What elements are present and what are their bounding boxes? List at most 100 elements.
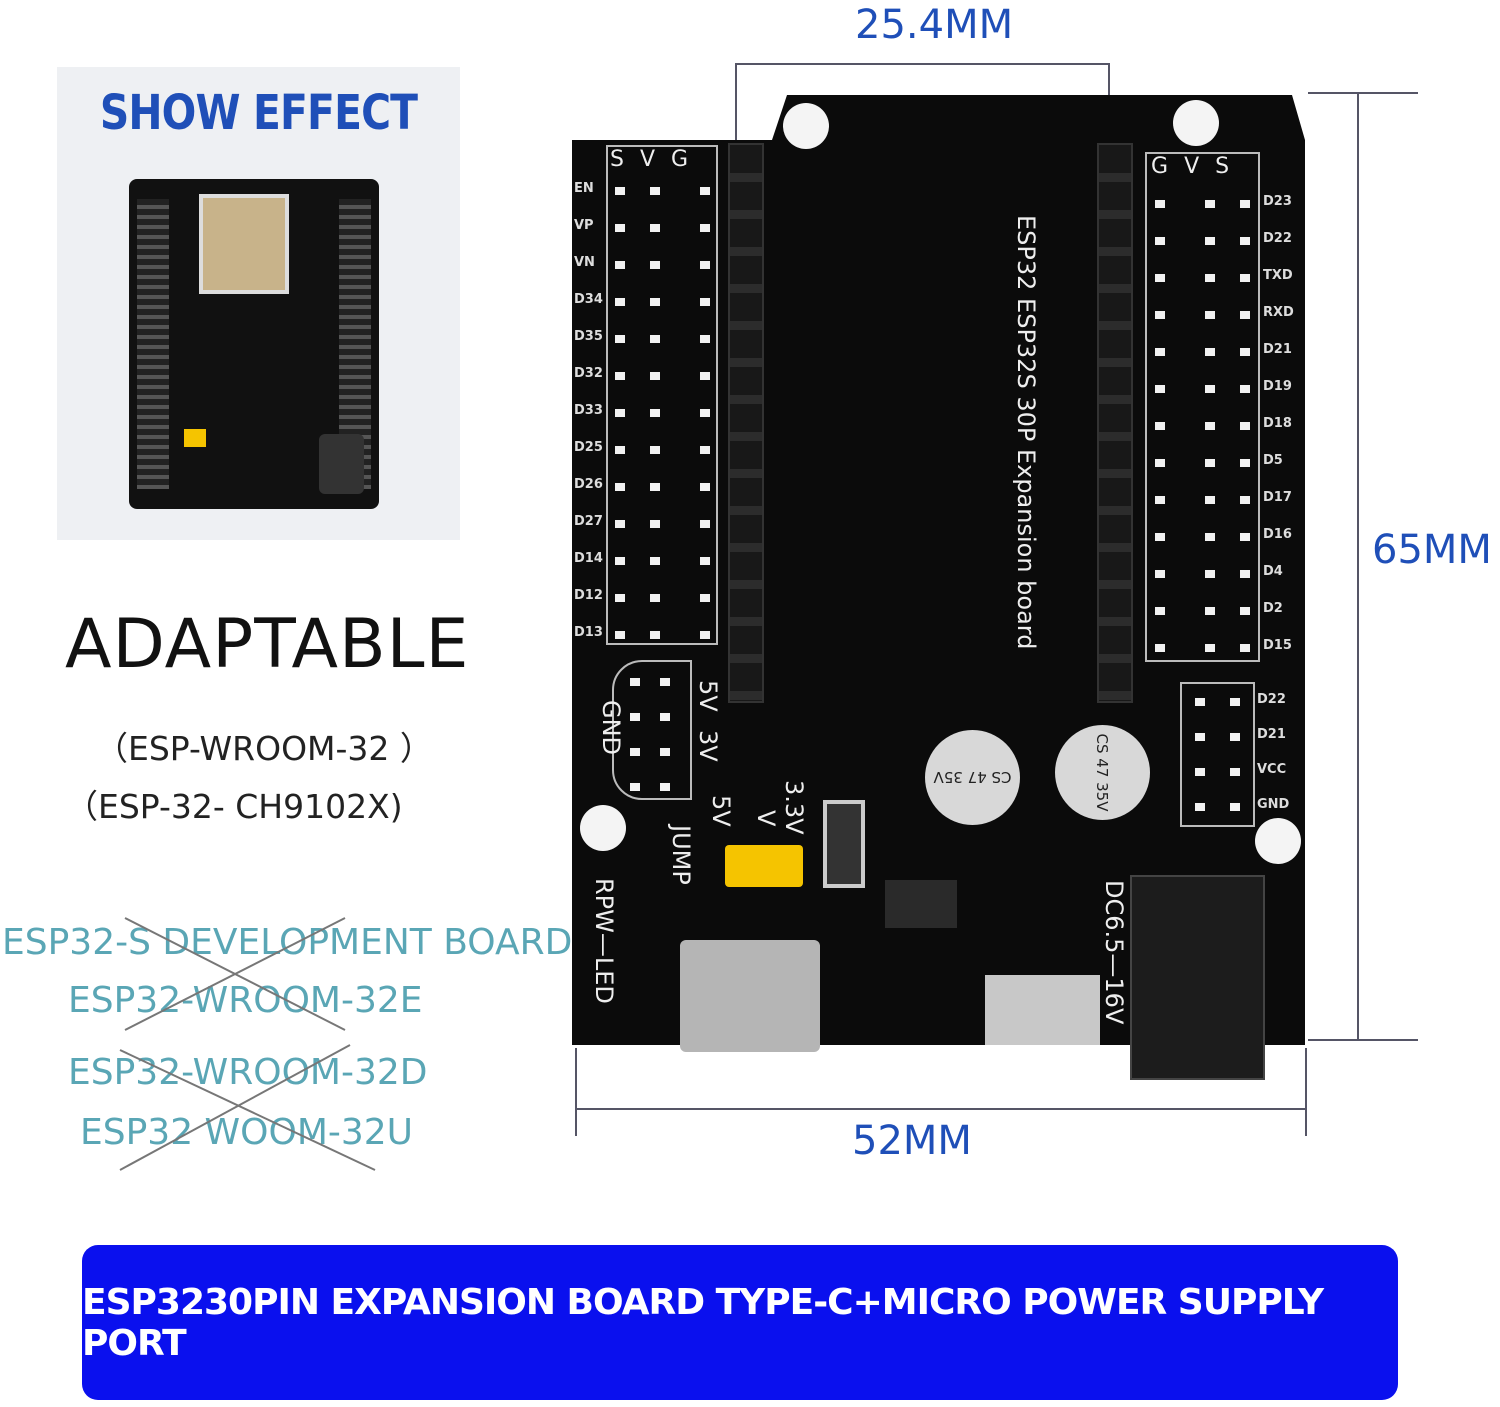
dim-width-top: 25.4MM — [855, 2, 1014, 48]
pin — [1155, 533, 1165, 541]
pin — [650, 557, 660, 565]
pin — [1155, 237, 1165, 245]
pin — [1205, 496, 1215, 504]
pin — [1155, 385, 1165, 393]
pin-label: D21 — [1263, 342, 1292, 357]
pin-label: D23 — [1263, 194, 1292, 209]
jumper-3v3-label: 3.3V — [780, 780, 808, 835]
pin — [1230, 768, 1240, 776]
pin — [650, 631, 660, 639]
jumper-5v-label: 5V — [707, 795, 735, 827]
label-s: S — [610, 147, 640, 172]
label-v: V — [1184, 154, 1216, 179]
pin — [1205, 385, 1215, 393]
voltage-regulator — [885, 880, 957, 928]
jumper-label: JUMP — [667, 825, 695, 885]
pin — [650, 446, 660, 454]
pin-label: D14 — [574, 551, 603, 566]
right-header-labels: GVS — [1151, 154, 1245, 179]
pin — [1230, 733, 1240, 741]
pin — [1155, 311, 1165, 319]
pin — [630, 713, 640, 721]
pin — [1205, 459, 1215, 467]
pin — [615, 631, 625, 639]
pin-label: D17 — [1263, 490, 1292, 505]
pin-label: D5 — [1263, 453, 1283, 468]
pin — [700, 520, 710, 528]
pin — [1240, 274, 1250, 282]
jumper-v-label: V — [752, 810, 780, 827]
pin — [615, 520, 625, 528]
pin — [630, 748, 640, 756]
mount-hole — [1173, 100, 1219, 146]
5v-label: 5V — [694, 680, 722, 712]
pin-label: D27 — [574, 514, 603, 529]
pin — [700, 372, 710, 380]
pin — [1155, 348, 1165, 356]
model-2: （ESP-32- CH9102X) — [65, 787, 403, 826]
adaptable-title: ADAPTABLE — [65, 605, 470, 684]
jumper-cap[interactable] — [725, 845, 803, 887]
right-pin-header: GVS — [1145, 152, 1260, 662]
pin — [650, 187, 660, 195]
pin — [700, 224, 710, 232]
dim-line — [1357, 92, 1359, 1039]
pin — [650, 594, 660, 602]
pin-label: D16 — [1263, 527, 1292, 542]
pin — [700, 187, 710, 195]
pin-label: D25 — [574, 440, 603, 455]
pin-label: D26 — [574, 477, 603, 492]
dim-height: 65MM — [1372, 527, 1492, 573]
pin-label: D35 — [574, 329, 603, 344]
label-v: V — [639, 147, 672, 172]
dc-jack[interactable] — [1130, 875, 1265, 1080]
usb-c-port[interactable] — [680, 940, 820, 1052]
pin — [700, 631, 710, 639]
pin-label: D21 — [1257, 727, 1286, 742]
pin — [700, 335, 710, 343]
label-g: G — [671, 147, 705, 172]
pin — [1230, 803, 1240, 811]
pin — [1205, 570, 1215, 578]
pin — [1230, 698, 1240, 706]
pin-label: EN — [574, 181, 594, 196]
pin — [1240, 422, 1250, 430]
pin — [615, 224, 625, 232]
pin — [700, 483, 710, 491]
pin — [1155, 607, 1165, 615]
label-s: S — [1215, 154, 1246, 179]
pin — [1240, 237, 1250, 245]
pin — [1205, 644, 1215, 652]
pin — [650, 372, 660, 380]
capacitor: CS 47 35V — [1055, 725, 1150, 820]
pin-label: D33 — [574, 403, 603, 418]
micro-usb-port[interactable] — [985, 975, 1100, 1045]
pin — [630, 783, 640, 791]
pin — [615, 557, 625, 565]
dim-line — [1308, 1039, 1418, 1041]
show-effect-title: SHOW EFFECT — [99, 85, 418, 141]
pin — [615, 409, 625, 417]
pin — [1240, 348, 1250, 356]
female-header-left — [728, 143, 764, 703]
pin — [1205, 422, 1215, 430]
pin-label: D22 — [1257, 692, 1286, 707]
pin — [615, 594, 625, 602]
pin-label: D22 — [1263, 231, 1292, 246]
pin — [650, 483, 660, 491]
pin — [615, 483, 625, 491]
female-header-right — [1097, 143, 1133, 703]
mount-hole — [783, 103, 829, 149]
pin — [615, 446, 625, 454]
pin — [1205, 348, 1215, 356]
dim-line — [1308, 92, 1418, 94]
pin — [650, 520, 660, 528]
pin — [1240, 200, 1250, 208]
incompatible-2: ESP32-WROOM-32E — [68, 980, 423, 1021]
pin — [700, 557, 710, 565]
left-pin-header: SVG — [606, 145, 718, 645]
pin — [650, 409, 660, 417]
left-header-labels: SVG — [610, 147, 704, 172]
pin — [650, 224, 660, 232]
pin-label: D18 — [1263, 416, 1292, 431]
